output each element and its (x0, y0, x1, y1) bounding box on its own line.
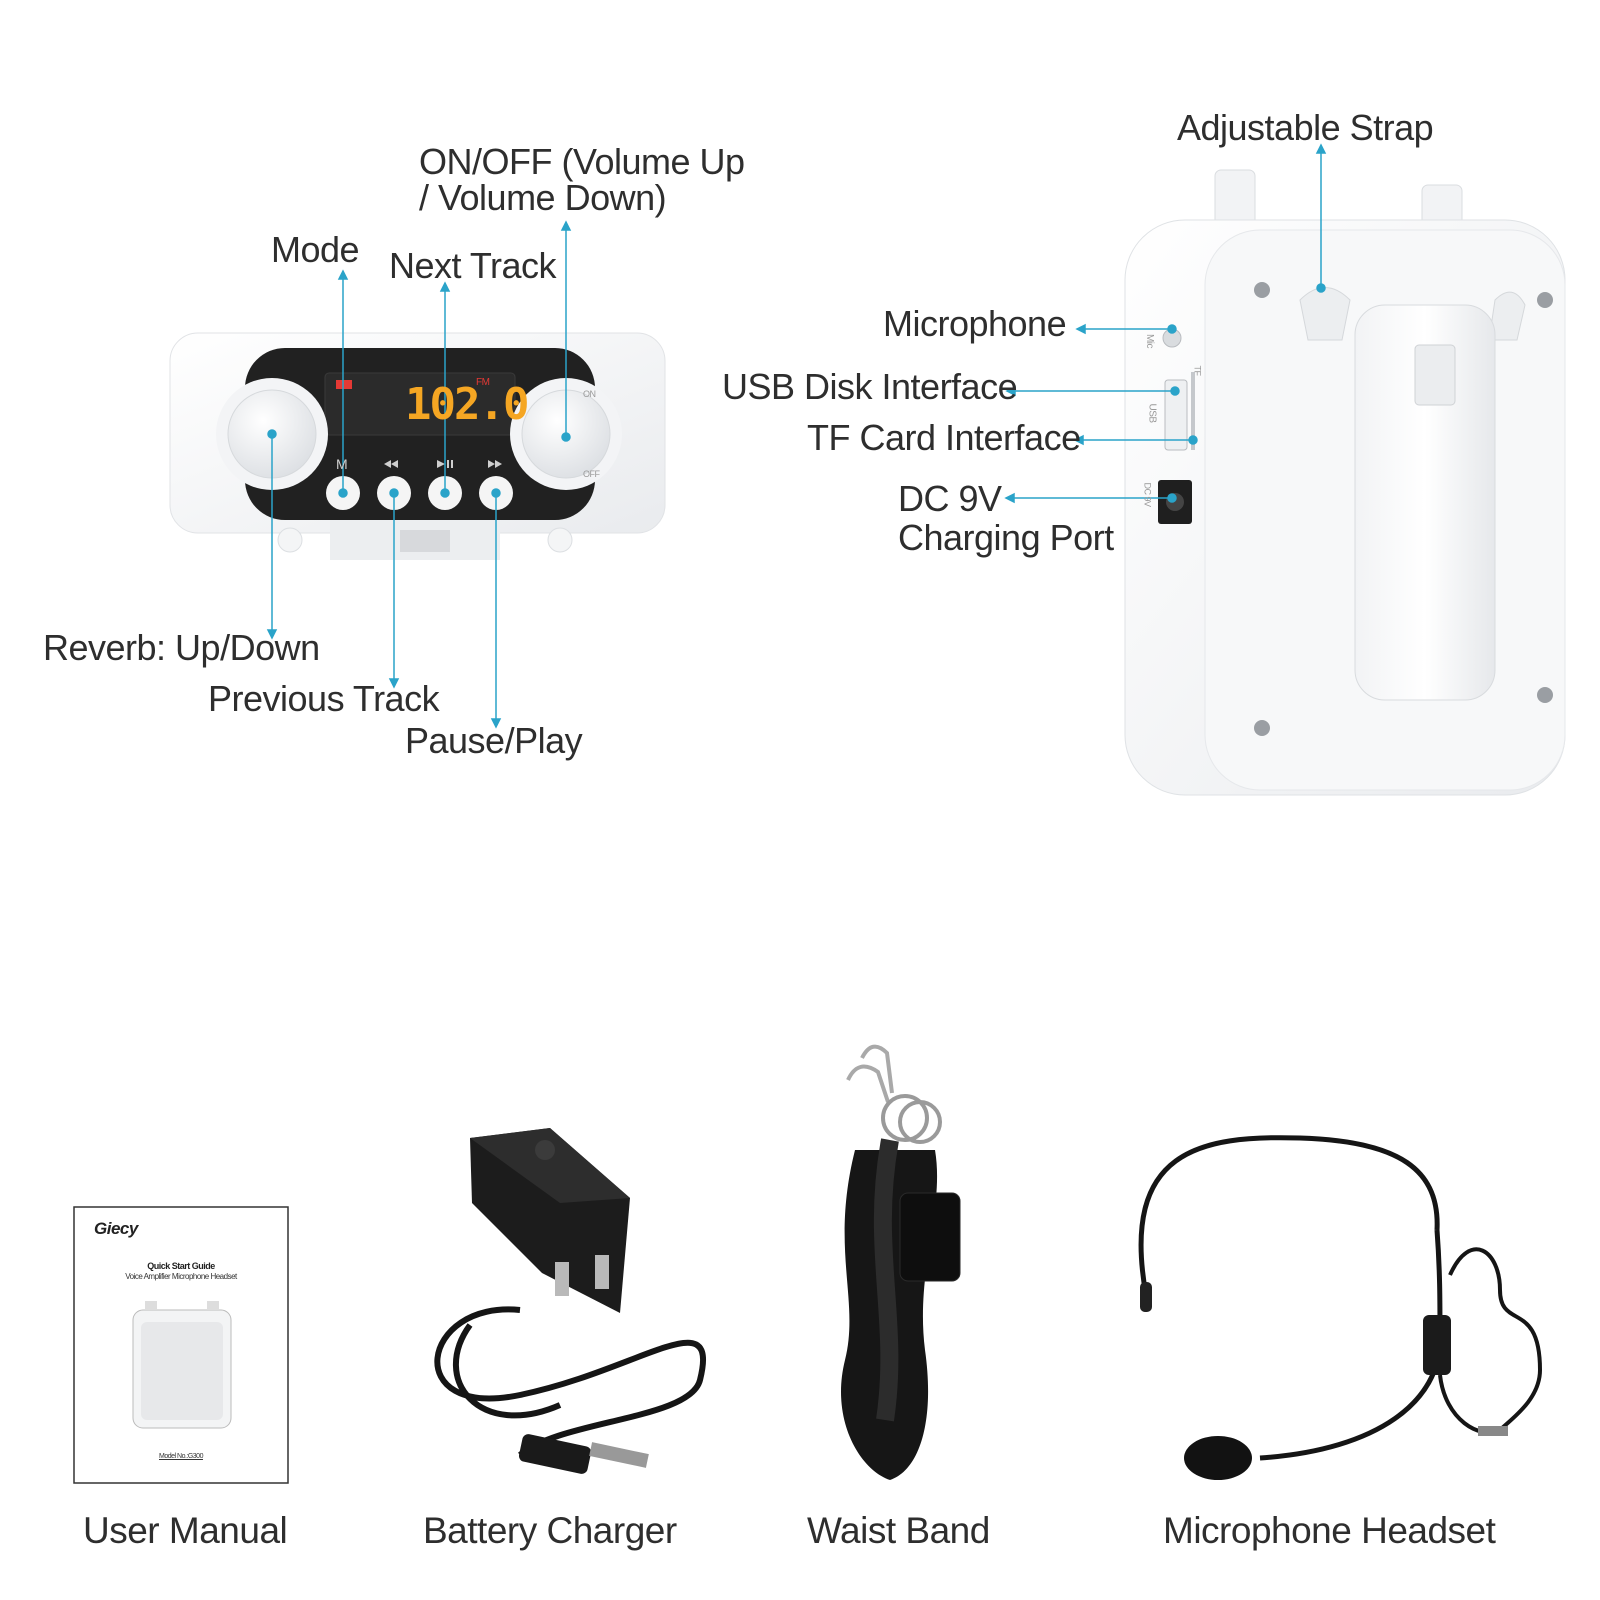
back-callouts (1004, 143, 1327, 504)
display-mode-indicator: FM (476, 377, 490, 388)
usb-port (1164, 379, 1188, 451)
mic-foam-cover (1184, 1436, 1252, 1480)
microphone-headset-image (1138, 1135, 1543, 1480)
manual-title: Quick Start Guide (147, 1261, 215, 1271)
mic-port-mark: Mic (1144, 333, 1156, 349)
waist-band-caption: Waist Band (807, 1510, 990, 1551)
display-digits: 102.0 (405, 379, 529, 430)
front-callouts (266, 220, 572, 729)
manual-brand: Giecy (94, 1219, 138, 1238)
mode-label: Mode (271, 229, 360, 270)
user-manual-caption: User Manual (83, 1510, 288, 1551)
next-track-label: Next Track (389, 245, 557, 286)
manual-model: Model No.:G300 (159, 1453, 203, 1460)
dc-label-line1: DC 9V (898, 478, 1002, 519)
user-manual-image (73, 1206, 289, 1484)
waist-band-buckle (899, 1192, 961, 1282)
adjustable-strap-label: Adjustable Strap (1177, 107, 1434, 148)
back-view-device (1124, 169, 1566, 796)
knob-off-mark: OFF (583, 469, 600, 479)
onoff-label-line2: / Volume Down) (419, 177, 667, 218)
fast-forward-icon (488, 460, 502, 468)
led-display (324, 372, 516, 436)
reverb-label: Reverb: Up/Down (43, 627, 320, 668)
battery-charger-image (434, 1128, 707, 1474)
onoff-label-line1: ON/OFF (Volume Up (419, 141, 745, 182)
usb-disk-label: USB Disk Interface (722, 366, 1018, 407)
mode-button-label: M (336, 456, 348, 472)
display-indicator-red (336, 380, 352, 389)
tf-card-label: TF Card Interface (807, 417, 1081, 458)
rewind-icon (384, 460, 398, 468)
microphone-label: Microphone (883, 303, 1067, 344)
knob-on-mark: ON (583, 389, 596, 399)
usb-port-mark: USB (1146, 403, 1158, 423)
front-panel-device (169, 332, 666, 560)
manual-subtitle: Voice Amplifier Microphone Headset (125, 1272, 237, 1281)
battery-charger-caption: Battery Charger (423, 1510, 677, 1551)
dc-port-mark: DC 9V (1142, 482, 1153, 507)
belt-clip (1354, 304, 1496, 701)
microphone-headset-caption: Microphone Headset (1163, 1510, 1496, 1551)
tf-slot (1191, 372, 1195, 450)
previous-track-label: Previous Track (208, 678, 440, 719)
waist-band-image (841, 1044, 961, 1480)
tf-port-mark: TF (1192, 365, 1203, 376)
dc-label-line2: Charging Port (898, 517, 1114, 558)
pause-play-label: Pause/Play (405, 720, 583, 761)
